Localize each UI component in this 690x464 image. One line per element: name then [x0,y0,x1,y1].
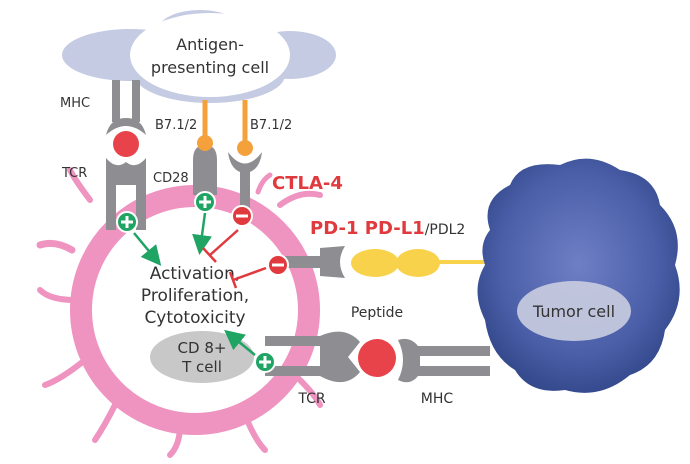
apc-label-line2: presenting cell [151,58,269,77]
inhibition-bar [228,271,238,289]
mhc-tcr-top [106,80,146,230]
tcr-mhc-bottom [265,331,490,383]
tcr-bottom-label: TCR [297,391,326,407]
cd8-label-line2: T cell [181,358,222,376]
mhc-top-label: MHC [60,96,90,111]
pd1-text: PD-1 [310,218,358,239]
inhibition-arrows [202,229,267,289]
activation-arrows [133,212,256,356]
tumor-label: Tumor cell [532,302,615,321]
cd28-b7 [193,100,217,195]
b7-right-label: B7.1/2 [250,118,292,133]
plus-icon [116,211,138,233]
activation-arrow [224,329,256,356]
pdl1-text: PD-L1 [365,218,425,239]
plus-icon [194,191,216,213]
tumor-cell: Tumor cell [477,158,680,393]
cytotoxicity-label: Cytotoxicity [144,308,245,328]
plus-icon [254,351,276,373]
cd8-label-line1: CD 8+ [178,339,227,357]
pdl2-text: /PDL2 [425,222,466,238]
apc-label-line1: Antigen- [176,35,244,54]
minus-icon [267,254,289,276]
cd28-label: CD28 [153,171,189,186]
tcr-top-label: TCR [61,166,87,181]
minus-icon [231,205,253,227]
inhibition-arrow [209,229,239,256]
pd1-label: PD-1 PD-L1/PDL2 [310,218,465,239]
ctla4-b7 [228,100,262,212]
activation-arrow [192,212,212,255]
inhibition-bar [202,247,217,263]
peptide-label: Peptide [351,305,403,321]
inhibition-arrow [232,266,267,282]
mhc-bottom-label: MHC [421,391,454,407]
ctla4-label: CTLA-4 [272,173,343,194]
b7-left-label: B7.1/2 [155,118,197,133]
pd1-pdl1 [285,246,490,278]
activation-arrow [133,232,162,266]
activation-label: Activation, [150,264,241,284]
t-cell [36,167,323,458]
proliferation-label: Proliferation, [141,286,249,306]
antigen-presenting-cell: Antigen- presenting cell [62,10,336,103]
